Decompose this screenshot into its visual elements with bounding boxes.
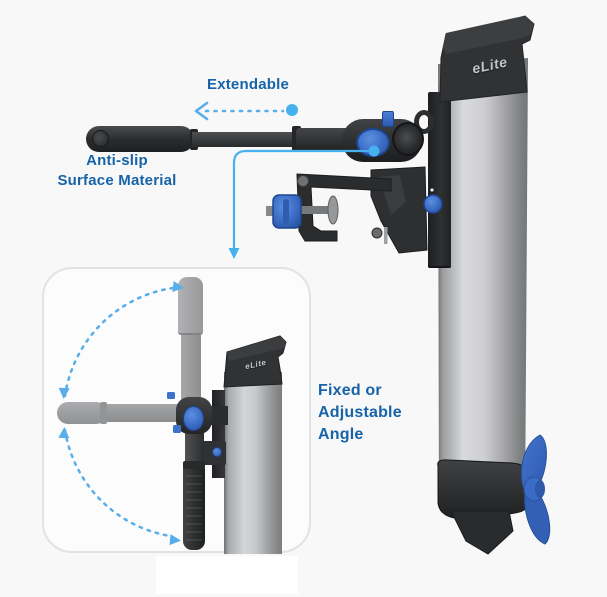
cotter-pin <box>384 227 388 244</box>
propeller-blade-bottom <box>524 491 551 545</box>
inset-blue-clip-bottom <box>173 425 181 433</box>
transom-clamp <box>266 166 443 254</box>
extend-arrow-icon <box>194 101 298 121</box>
prop-hub-back <box>517 474 545 504</box>
blue-clip <box>382 111 394 127</box>
handle-position-horizontal-collar <box>100 402 107 424</box>
pivot-plate-detail <box>379 175 406 215</box>
grip-end-cap <box>92 130 109 147</box>
pivot-joint-face <box>392 122 424 156</box>
clamp-knob-slot <box>283 199 289 224</box>
callout-arrow-icon <box>228 145 380 259</box>
inset-motor-body <box>224 372 282 554</box>
inset-blue-button <box>212 447 222 457</box>
prop-hub-cap <box>535 480 545 498</box>
fixed-angle-line1: Fixed or <box>318 382 382 399</box>
extend-arrow-dot <box>286 104 298 116</box>
cap-rim <box>443 16 534 54</box>
pivot-screw <box>371 227 383 239</box>
image-background-patch <box>156 556 298 594</box>
inset-pivot-knob <box>183 406 204 431</box>
clamp-hinge-screw <box>297 175 309 187</box>
clamp-flange <box>327 195 339 225</box>
motor-body <box>438 58 528 468</box>
pivot-knob-blue <box>356 128 390 157</box>
callout-arrowhead <box>228 248 240 259</box>
handle-position-down-grip <box>183 469 205 550</box>
clamp-screw-shaft <box>294 206 330 214</box>
mount-rail <box>428 92 451 268</box>
tiller-grip <box>86 126 194 152</box>
anti-slip-line2: Surface Material <box>57 172 177 189</box>
cable-loop <box>414 110 434 134</box>
handle-position-up-grip <box>178 277 203 335</box>
c-clamp-arm <box>296 173 392 242</box>
handle-position-up-shaft <box>181 335 201 403</box>
pivot-plate <box>370 166 428 254</box>
tiller-shaft <box>192 132 300 147</box>
prop-hub <box>523 476 545 502</box>
handle-position-down-collar <box>183 461 205 470</box>
fixed-angle-label: Fixed or Adjustable Angle <box>318 380 438 446</box>
inset-blue-clip-top <box>167 392 175 399</box>
anti-slip-label: Anti-slip Surface Material <box>30 151 204 191</box>
handle-position-horizontal-grip <box>57 402 107 424</box>
fixed-angle-line2: Adjustable <box>318 404 402 421</box>
skeg-fin <box>450 510 514 555</box>
extend-arrow-chevron <box>194 101 209 121</box>
motor-housing <box>437 459 531 520</box>
clamp-knob-blue <box>272 194 302 229</box>
fixed-angle-line3: Angle <box>318 426 364 443</box>
handle-position-horizontal-shaft <box>103 404 186 422</box>
callout-line <box>232 149 374 249</box>
clamp-screw-tip <box>266 206 275 216</box>
extendable-label: Extendable <box>206 76 290 93</box>
handle-position-down-shaft <box>185 426 204 470</box>
anti-slip-line1: Anti-slip <box>86 152 148 169</box>
